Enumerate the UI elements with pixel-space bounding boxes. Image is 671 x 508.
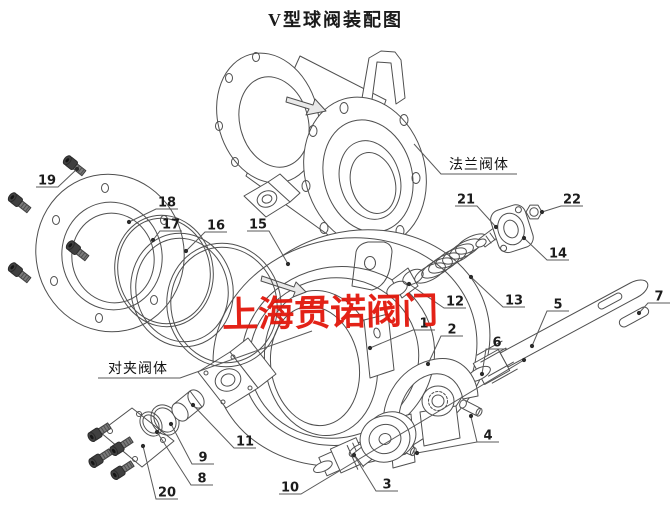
leader-dot	[74, 166, 80, 172]
leader-dot	[521, 357, 527, 363]
leader-dot	[168, 421, 174, 427]
leader-line	[36, 169, 77, 187]
part-number-label: 15	[249, 218, 267, 233]
part-number-label: 5	[553, 298, 562, 313]
leader-line	[428, 336, 463, 364]
bushing-11	[169, 387, 208, 424]
leader-dot	[140, 443, 146, 449]
leader-dot	[406, 281, 412, 287]
key-7	[618, 305, 650, 328]
leader-dot	[425, 361, 431, 367]
leader-line	[186, 232, 227, 251]
leader-dot	[493, 224, 499, 230]
leader-line	[532, 311, 569, 346]
leader-dot	[154, 429, 160, 435]
leader-dot	[183, 248, 189, 254]
nut-22	[526, 205, 542, 219]
leader-dot	[190, 402, 196, 408]
label-wafer-body: 对夹阀体	[98, 331, 312, 378]
flanged-body-port	[244, 174, 300, 217]
part-number-label: 2	[447, 323, 456, 338]
gland-plate-14	[488, 202, 536, 255]
leader-dot	[351, 452, 357, 458]
seal-rings	[104, 206, 292, 377]
seat-ring-17	[120, 224, 243, 357]
part-number-label: 3	[382, 478, 391, 493]
segment-lever	[383, 359, 478, 446]
leader-line	[153, 231, 182, 240]
part-number-label: 12	[446, 295, 464, 310]
part-number-label: 8	[197, 472, 206, 487]
leader-dot	[636, 310, 642, 316]
leader-dot	[414, 450, 420, 456]
key-slot	[597, 292, 623, 311]
leader-dot	[150, 237, 156, 243]
cover-plate	[100, 408, 174, 467]
leader-line	[354, 455, 398, 491]
leader-line	[417, 442, 477, 453]
wafer-valve-body	[189, 202, 515, 494]
leader-dot	[521, 235, 527, 241]
stem-shaft	[465, 280, 647, 385]
leader-line	[455, 206, 496, 227]
part-number-label: 14	[549, 247, 567, 262]
part-number-label: 16	[207, 219, 225, 234]
leader-line	[247, 231, 288, 264]
leader-line	[542, 206, 583, 212]
leader-dot	[529, 343, 535, 349]
part-number-label: 10	[281, 481, 299, 496]
part-number-label: 20	[158, 486, 176, 501]
leader-dot	[285, 261, 291, 267]
part-number-label: 18	[158, 196, 176, 211]
mounting-bracket	[361, 51, 405, 107]
label-flange-body: 法兰阀体	[414, 144, 517, 174]
side-boss	[364, 314, 394, 378]
leader-dot	[468, 413, 474, 419]
page-title: V型球阀装配图	[268, 10, 403, 30]
leader-line	[193, 405, 256, 448]
part-number-label: 22	[563, 193, 581, 208]
part-number-label: 6	[492, 336, 501, 351]
leader-line	[171, 424, 214, 464]
leader-line	[370, 330, 435, 348]
leader-dot	[367, 345, 373, 351]
part-number-label: 21	[457, 193, 475, 208]
leader-line	[143, 446, 178, 499]
flange-body-label: 法兰阀体	[449, 157, 509, 173]
part-number-label: 1	[419, 317, 428, 332]
leader-line	[639, 303, 670, 313]
part-number-label: 17	[162, 218, 180, 233]
leader-line	[409, 284, 466, 308]
leader-line	[471, 277, 525, 307]
ball-stem	[312, 406, 421, 475]
flanged-valve-body	[202, 41, 444, 262]
flow-arrow-icon	[286, 97, 326, 115]
leader-dot	[468, 274, 474, 280]
part-number-label: 9	[198, 451, 207, 466]
part-number-label: 19	[38, 174, 56, 189]
part-number-label: 7	[654, 290, 663, 305]
leader-line	[482, 349, 508, 374]
packing-bushing-12	[384, 266, 426, 300]
leader-dot	[126, 219, 132, 225]
o-ring-18	[104, 206, 223, 336]
leader-line	[157, 432, 213, 485]
top-lug	[352, 242, 392, 290]
leader-line	[524, 238, 569, 260]
leader-line	[279, 360, 524, 494]
bottom-cover-group	[85, 387, 208, 482]
part-number-label: 11	[236, 435, 254, 450]
wafer-body-label: 对夹阀体	[108, 361, 168, 377]
leader-line	[129, 209, 178, 222]
leader-dot	[539, 209, 545, 215]
o-ring-16	[155, 233, 292, 378]
leader-dot	[479, 371, 485, 377]
part-number-label: 4	[483, 429, 492, 444]
part-number-label: 13	[505, 294, 523, 309]
